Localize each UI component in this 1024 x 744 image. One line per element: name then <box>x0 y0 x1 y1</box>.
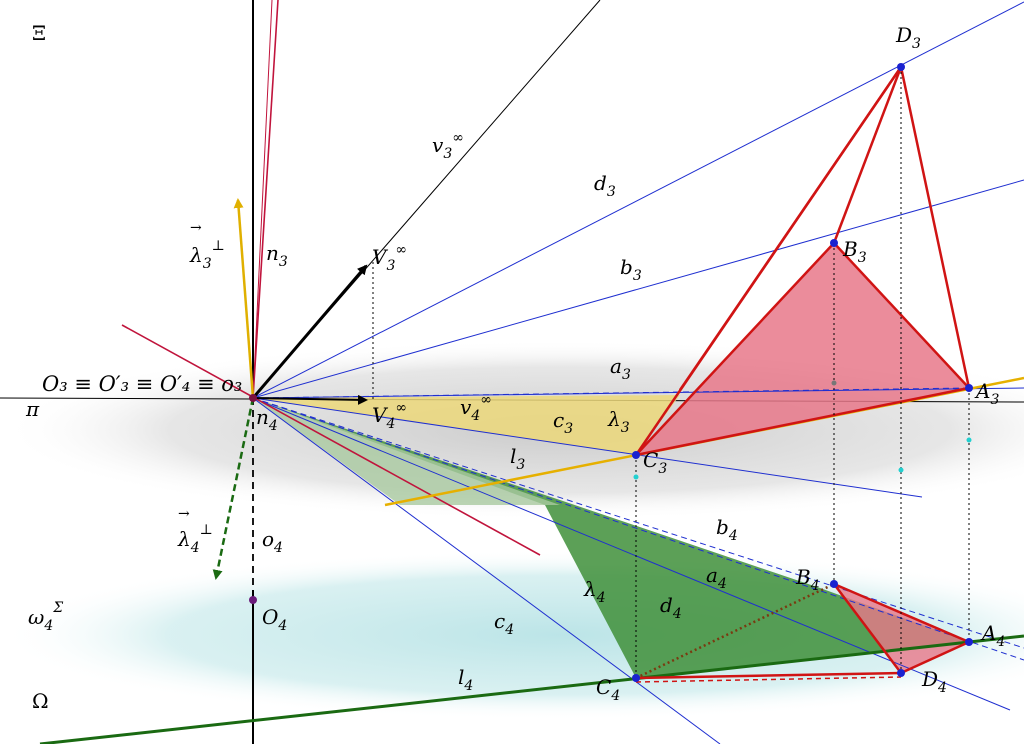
label-c3: c3 <box>553 408 573 437</box>
label-lambda3-perp: λ3⊥ <box>189 238 225 272</box>
label-V4-infinity: V4∞ <box>372 400 407 432</box>
label-A4: A4 <box>980 621 1005 650</box>
line-b3 <box>252 179 1024 399</box>
label-b3: b3 <box>620 255 642 284</box>
line-a4-dashed <box>252 397 1024 661</box>
label-A3: A3 <box>974 379 999 408</box>
label-B3: B3 <box>842 237 867 266</box>
line-l4 <box>39 634 1024 744</box>
label-a3: a3 <box>610 354 631 383</box>
label-omega4-sigma: ω4Σ <box>28 600 63 634</box>
label-O4: O4 <box>262 605 287 634</box>
point-A3 <box>965 384 973 392</box>
edge-C4D4 <box>635 671 902 680</box>
label-a4: a4 <box>706 563 727 592</box>
line-b4-dashed <box>252 397 1024 649</box>
label-v3-infinity: v3∞ <box>432 130 464 162</box>
edge-D3B3 <box>832 66 903 244</box>
plane-label-xi: Ξ <box>32 21 46 45</box>
label-l4: l4 <box>458 665 473 694</box>
label-C3: C3 <box>643 448 667 477</box>
edge-D3-toA3-back <box>678 66 903 391</box>
label-V3-infinity: V3∞ <box>372 242 407 274</box>
edge-C3A3 <box>635 386 970 457</box>
point-O4 <box>249 596 257 604</box>
plane-label-omega: Ω <box>32 689 49 713</box>
arrow-over-lambda4: → <box>178 506 190 522</box>
label-lambda4-perp: λ4⊥ <box>177 522 213 556</box>
label-C4: C4 <box>596 675 620 704</box>
point-A4 <box>965 638 973 646</box>
edge-C4B4-dotted <box>635 582 835 680</box>
point-D3 <box>897 63 905 71</box>
label-lambda3: λ3 <box>607 407 630 436</box>
label-d4: d4 <box>660 593 682 622</box>
label-b4: b4 <box>716 515 738 544</box>
cyan-point-3 <box>966 437 972 443</box>
edge-A3B3 <box>833 242 970 389</box>
point-C3 <box>632 451 640 459</box>
line-n3-b <box>252 0 273 399</box>
cyan-points <box>633 437 972 480</box>
point-B4 <box>830 580 838 588</box>
label-v4-infinity: v4∞ <box>460 392 492 424</box>
origin-label: O₃ ≡ O′₃ ≡ O′₄ ≡ o₃ <box>42 372 242 396</box>
point-D4 <box>897 669 905 677</box>
line-c3 <box>252 397 923 498</box>
blue-lines <box>252 1 1024 744</box>
edge-C4D4-dashed <box>635 676 902 683</box>
line-red-diagonal <box>121 324 541 556</box>
point-C4 <box>632 674 640 682</box>
vector-V3-infinity <box>251 264 368 399</box>
plane-label-pi: π <box>25 397 40 421</box>
lambda3-region <box>253 395 680 455</box>
label-n4: n4 <box>256 405 278 434</box>
lambda4-light-region <box>253 398 560 505</box>
label-n3: n3 <box>266 241 288 270</box>
point-origin <box>249 394 257 402</box>
point-B3 <box>830 239 838 247</box>
label-lambda4: λ4 <box>583 577 606 606</box>
line-n3 <box>252 0 279 399</box>
arrow-over-lambda3: → <box>190 220 202 236</box>
edge-A4D4 <box>900 640 970 675</box>
lambda4-region <box>253 398 970 678</box>
cyan-point-2 <box>898 467 904 473</box>
label-c4: c4 <box>494 609 514 638</box>
triangle-A3B3C3 <box>636 243 969 455</box>
line-d3 <box>252 1 1024 399</box>
vector-lambda3-perp <box>233 198 255 399</box>
points <box>632 63 973 682</box>
gray-point <box>831 380 837 386</box>
projection-lines <box>372 67 970 678</box>
edge-D3A3 <box>899 66 971 389</box>
line-d4 <box>252 397 1011 711</box>
edge-B3C3 <box>635 242 835 456</box>
vector-V4-infinity <box>252 394 368 405</box>
label-o4: o4 <box>262 527 283 556</box>
label-D3: D3 <box>895 23 921 52</box>
vector-lambda4-perp <box>212 397 255 580</box>
label-l3: l3 <box>510 444 525 473</box>
label-D4: D4 <box>921 667 947 696</box>
cyan-point-1 <box>633 474 639 480</box>
line-c4 <box>252 397 721 744</box>
edge-B4D4 <box>833 583 902 674</box>
pyramid-edges <box>634 66 971 680</box>
label-B4: B4 <box>795 565 820 594</box>
label-d3: d3 <box>594 171 616 200</box>
